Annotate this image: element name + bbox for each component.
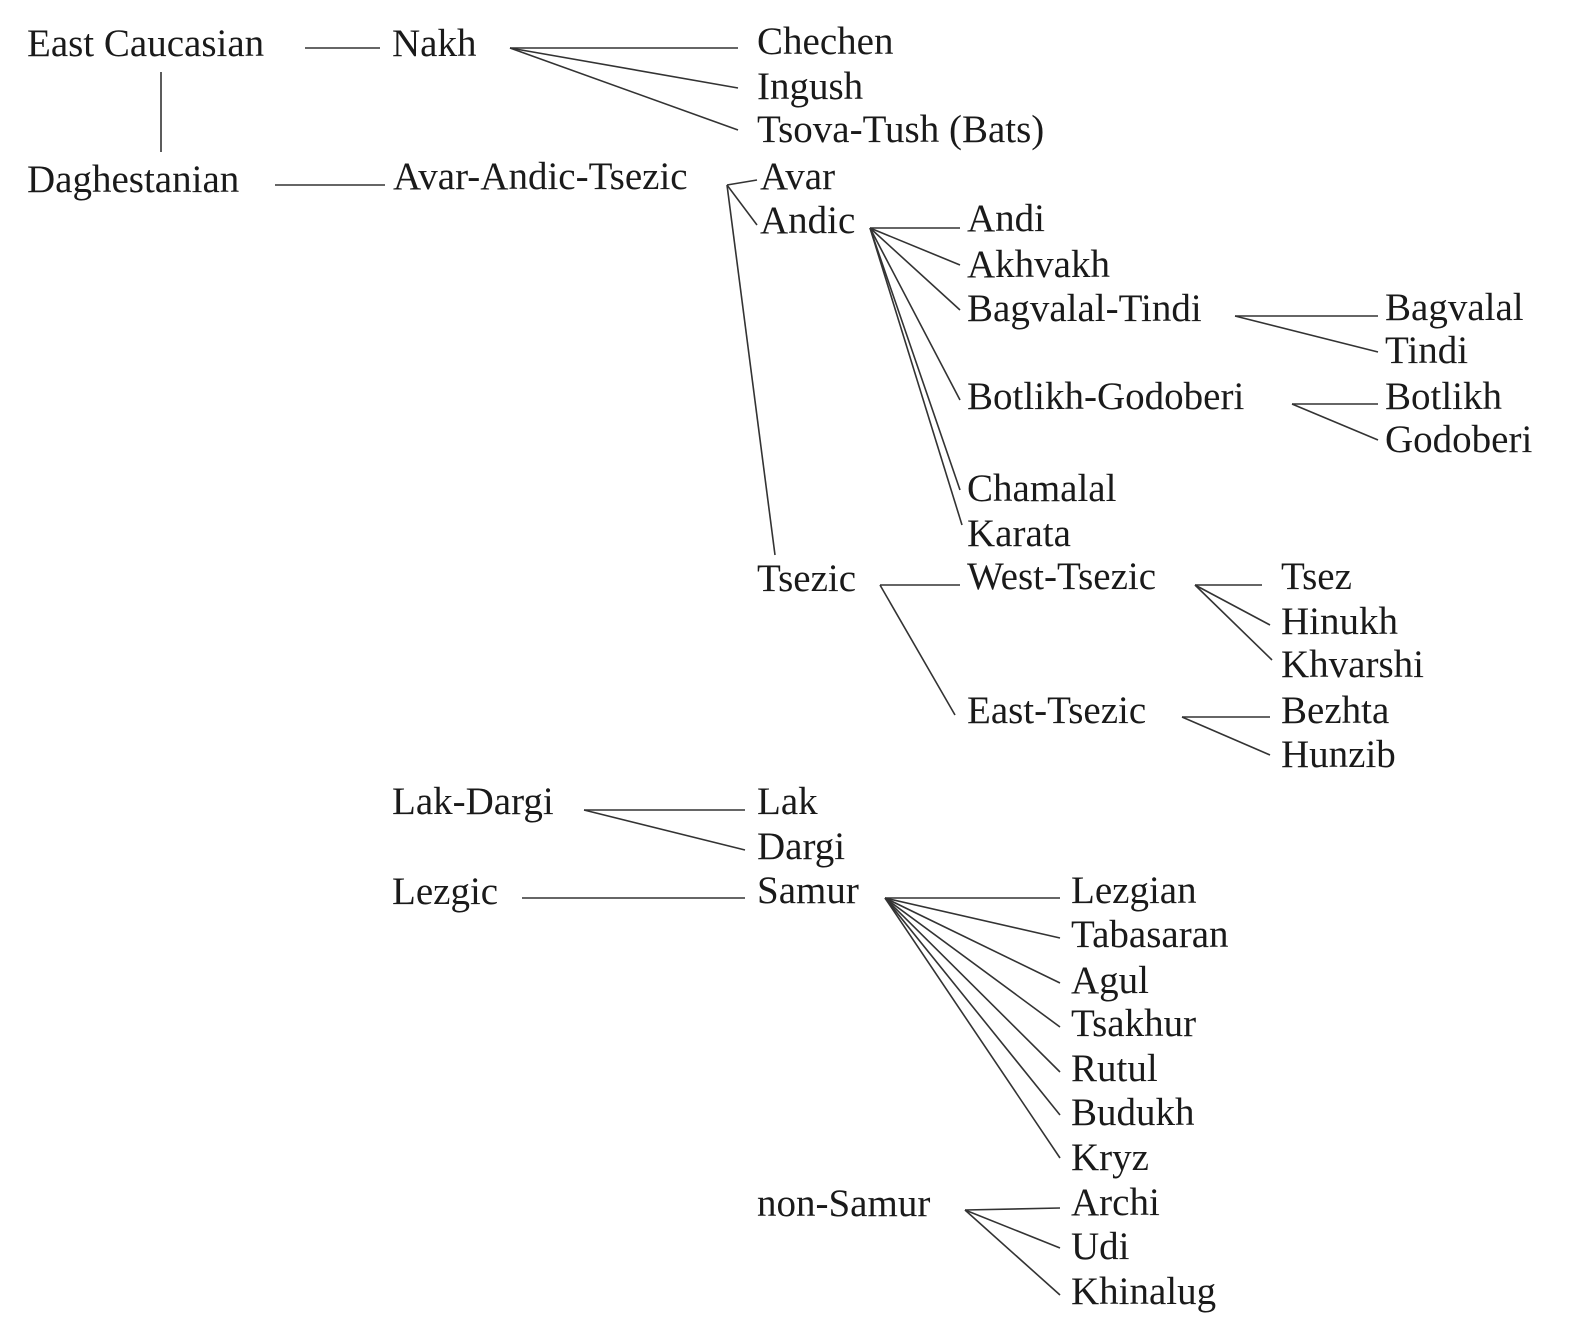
node-lak-dargi: Lak-Dargi — [392, 780, 554, 823]
tree-edge — [1291, 403, 1379, 441]
node-hinukh: Hinukh — [1281, 600, 1398, 643]
node-tsakhur: Tsakhur — [1071, 1002, 1196, 1045]
node-chamalal: Chamalal — [967, 467, 1117, 510]
tree-edge — [726, 184, 758, 226]
tree-edge — [583, 809, 746, 851]
node-agul: Agul — [1071, 959, 1149, 1002]
tree-edges — [160, 47, 1379, 1296]
tree-edge — [869, 227, 961, 266]
node-bagvalal-tindi: Bagvalal-Tindi — [967, 287, 1202, 330]
node-budukh: Budukh — [1071, 1091, 1195, 1134]
node-hunzib: Hunzib — [1281, 733, 1396, 776]
tree-edge — [1234, 315, 1379, 353]
node-botlikh: Botlikh — [1385, 375, 1502, 418]
tree-edge — [1194, 584, 1273, 661]
tree-edge — [869, 227, 961, 401]
tree-edge — [869, 227, 961, 311]
tree-edge — [509, 47, 739, 89]
tree-edge — [1181, 716, 1271, 756]
tree-edge — [884, 897, 1061, 1159]
tree-edge — [869, 227, 963, 526]
node-tsez: Tsez — [1281, 555, 1352, 598]
node-udi: Udi — [1071, 1225, 1130, 1268]
tree-edge — [964, 1207, 1061, 1211]
tree-edge — [964, 1209, 1061, 1249]
node-akhvakh: Akhvakh — [967, 243, 1110, 286]
node-dargi: Dargi — [757, 825, 845, 868]
node-andic: Andic — [760, 199, 855, 242]
node-andi: Andi — [967, 197, 1045, 240]
node-ingush: Ingush — [757, 65, 863, 108]
node-rutul: Rutul — [1071, 1047, 1158, 1090]
tree-edge — [509, 47, 739, 131]
tree-labels: East Caucasian Nakh ChechenIngushTsova-Tus… — [27, 20, 1532, 1313]
tree-edge — [964, 1209, 1061, 1296]
tree-edge — [1194, 584, 1271, 626]
node-archi: Archi — [1071, 1181, 1160, 1224]
tree-edge — [884, 897, 1061, 984]
node-avar: Avar — [760, 155, 835, 198]
node-tsezic: Tsezic — [757, 557, 856, 600]
node-nakh: Nakh — [392, 22, 476, 65]
node-khinalug: Khinalug — [1071, 1270, 1216, 1313]
tree-edge — [884, 897, 1061, 1073]
tree-edge — [869, 227, 961, 491]
node-east-tsezic: East-Tsezic — [967, 689, 1146, 732]
node-daghestanian: Daghestanian — [27, 158, 239, 201]
node-non-samur: non-Samur — [757, 1182, 930, 1225]
node-lezgian: Lezgian — [1071, 869, 1197, 912]
tree-edge — [884, 897, 1061, 1028]
node-tindi: Tindi — [1385, 329, 1468, 372]
node-godoberi: Godoberi — [1385, 418, 1532, 461]
node-kryz: Kryz — [1071, 1136, 1149, 1179]
node-east-caucasian: East Caucasian — [27, 22, 264, 65]
node-karata: Karata — [967, 512, 1071, 555]
node-samur: Samur — [757, 869, 859, 912]
node-avar-andic-tsezic: Avar-Andic-Tsezic — [393, 155, 688, 198]
node-khvarshi: Khvarshi — [1281, 643, 1424, 686]
node-bezhta: Bezhta — [1281, 689, 1389, 732]
node-lezgic: Lezgic — [392, 870, 498, 913]
node-west-tsezic: West-Tsezic — [967, 555, 1156, 598]
node-tabasaran: Tabasaran — [1071, 913, 1229, 956]
node-tsova-tush: Tsova-Tush (Bats) — [757, 108, 1044, 151]
tree-edge — [726, 184, 776, 556]
node-lak: Lak — [757, 780, 818, 823]
tree-edge — [884, 897, 1061, 1116]
node-chechen: Chechen — [757, 20, 893, 63]
tree-edge — [879, 584, 956, 716]
tree-edge — [884, 897, 1061, 939]
node-bagvalal: Bagvalal — [1385, 286, 1524, 329]
node-botlikh-godoberi: Botlikh-Godoberi — [967, 375, 1244, 418]
tree-edge — [726, 179, 758, 186]
